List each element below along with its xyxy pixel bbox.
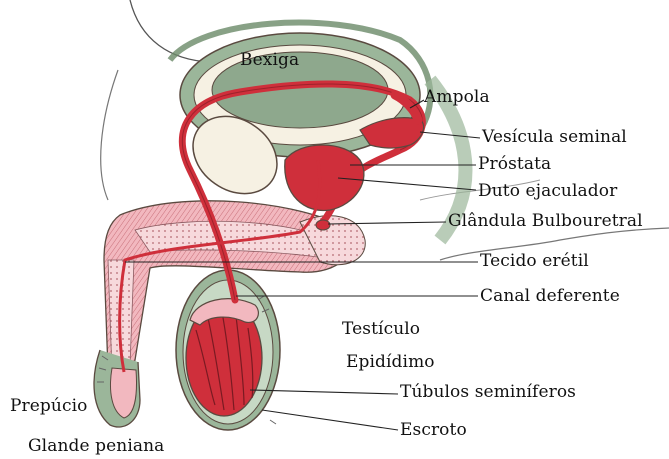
- prostate: [285, 145, 364, 211]
- leader-vesicula: [420, 132, 480, 138]
- label-bexiga: Bexiga: [240, 52, 299, 69]
- bulbourethral-gland: [316, 220, 330, 230]
- abdominal-wall-outline: [130, 0, 210, 62]
- label-prostata: Próstata: [478, 156, 551, 173]
- label-prepucio: Prepúcio: [10, 398, 87, 415]
- label-tubulos-seminiferos: Túbulos seminíferos: [400, 384, 576, 401]
- leader-escroto: [262, 410, 398, 430]
- label-canal-deferente: Canal deferente: [480, 288, 620, 305]
- label-testiculo: Testículo: [342, 321, 420, 338]
- pubic-outline: [101, 70, 118, 200]
- label-tecido-eretil: Tecido erétil: [480, 253, 589, 270]
- label-vesicula-seminal: Vesícula seminal: [482, 129, 627, 146]
- label-escroto: Escroto: [400, 422, 467, 439]
- label-ampola: Ampola: [424, 89, 490, 106]
- label-epididimo: Epidídimo: [346, 354, 435, 371]
- label-duto-ejaculador: Duto ejaculador: [478, 183, 617, 200]
- label-glandula-bulbouretral: Glândula Bulbouretral: [448, 213, 643, 230]
- label-glande-peniana: Glande peniana: [28, 438, 164, 455]
